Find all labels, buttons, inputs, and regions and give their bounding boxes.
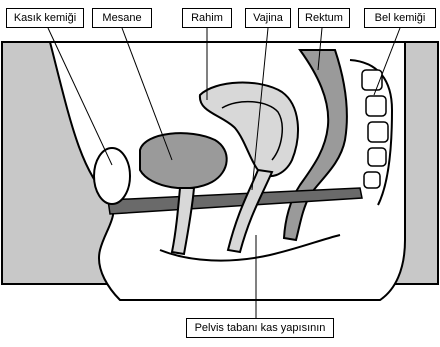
bladder-shape	[140, 133, 227, 188]
pubic-bone-shape	[94, 148, 130, 204]
label-rectum: Rektum	[298, 8, 350, 28]
label-bladder: Mesane	[92, 8, 152, 28]
label-spine: Bel kemiği	[364, 8, 436, 28]
label-pelvic-floor: Pelvis tabanı kas yapısının	[186, 318, 334, 338]
label-uterus: Rahim	[182, 8, 232, 28]
label-vagina: Vajina	[245, 8, 291, 28]
label-pubic-bone: Kasık kemiği	[6, 8, 84, 28]
